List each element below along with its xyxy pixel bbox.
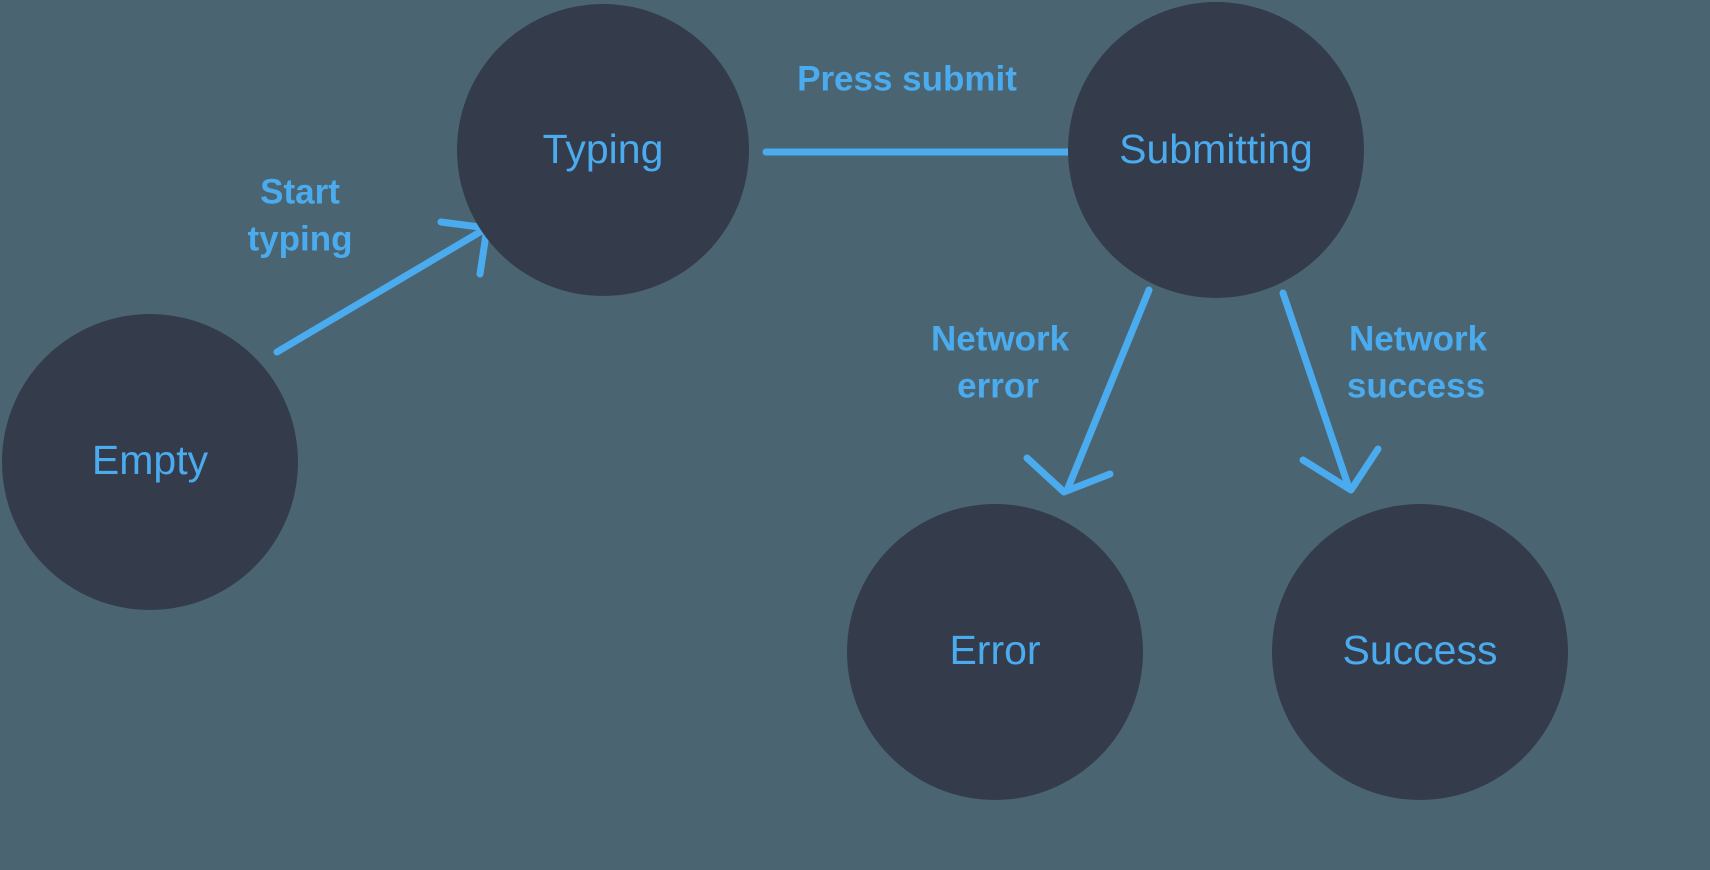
edge-label-press-submit: Press submit — [797, 59, 1017, 98]
edge-line — [273, 228, 484, 356]
node-label-submitting: Submitting — [1119, 126, 1313, 172]
state-node-typing[interactable]: Typing — [457, 4, 749, 296]
node-label-empty: Empty — [92, 437, 209, 483]
arrowhead-icon — [1299, 445, 1382, 494]
node-circle — [2, 314, 298, 610]
edge-line — [1279, 289, 1352, 489]
state-node-empty[interactable]: Empty — [2, 314, 298, 610]
edge-label-network-error-line2: error — [957, 366, 1039, 405]
edge-label-start-typing-line2: typing — [248, 219, 353, 258]
edge-label-network-success-line2: success — [1347, 366, 1485, 405]
node-circle — [1068, 2, 1364, 298]
node-label-success: Success — [1343, 627, 1498, 673]
edge-typing-to-submitting[interactable]: Press submit — [762, 59, 1145, 187]
edge-empty-to-typing[interactable]: Start typing — [248, 172, 491, 356]
edge-submitting-to-error[interactable]: Network error — [931, 286, 1153, 496]
node-circle — [1272, 504, 1568, 800]
arrowhead-icon — [1023, 454, 1114, 496]
node-label-typing: Typing — [543, 126, 664, 172]
edge-label-network-error-line1: Network — [931, 319, 1070, 358]
edge-label-start-typing-line1: Start — [260, 172, 340, 211]
node-label-error: Error — [949, 627, 1040, 673]
edge-submitting-to-success[interactable]: Network success — [1279, 289, 1488, 494]
state-node-success[interactable]: Success — [1272, 504, 1568, 800]
state-node-submitting[interactable]: Submitting — [1068, 2, 1364, 298]
edge-label-network-success-line1: Network — [1349, 319, 1488, 358]
node-circle — [847, 504, 1143, 800]
node-circle — [457, 4, 749, 296]
state-node-error[interactable]: Error — [847, 504, 1143, 800]
edge-line — [1064, 286, 1153, 492]
